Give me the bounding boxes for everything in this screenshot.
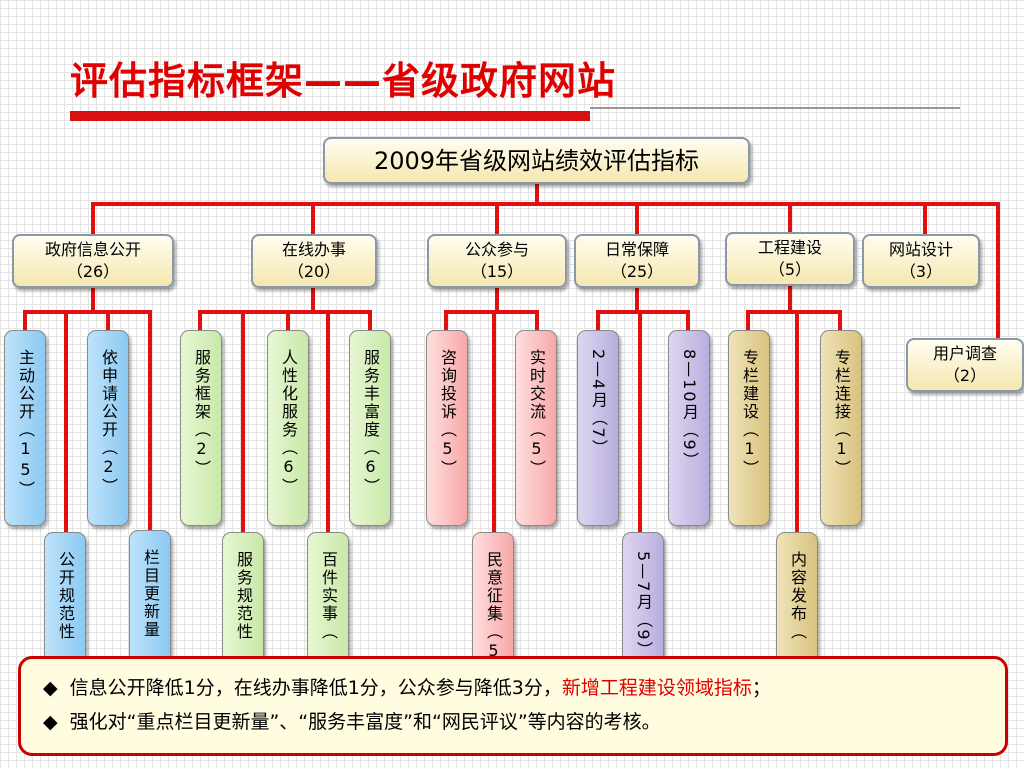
diamond-bullet-icon: ◆ bbox=[43, 711, 58, 733]
category-name: 工程建设 bbox=[757, 238, 822, 257]
leaf-request-disclosure: 依申请公开（2） bbox=[87, 330, 129, 526]
category-daily-support: 日常保障 （25） bbox=[574, 234, 700, 288]
category-score: （5） bbox=[768, 260, 812, 279]
category-website-design: 网站设计 （3） bbox=[862, 234, 980, 288]
diamond-bullet-icon: ◆ bbox=[43, 677, 58, 699]
category-score: （20） bbox=[287, 262, 341, 281]
leaf-column-construction: 专栏建设（1） bbox=[728, 330, 770, 526]
note-line-1-end: ； bbox=[751, 677, 771, 699]
note-line-1-text: 信息公开降低1分，在线办事降低1分，公众参与降低3分， bbox=[69, 677, 562, 699]
leaf-aug-oct: 8—10月（9） bbox=[668, 330, 710, 526]
category-score: （25） bbox=[610, 262, 664, 281]
category-name: 日常保障 bbox=[604, 240, 669, 259]
category-public-participation: 公众参与 （15） bbox=[427, 234, 567, 288]
category-score: （15） bbox=[470, 262, 524, 281]
category-score: （3） bbox=[899, 262, 943, 281]
leaf-realtime-exchange: 实时交流（5） bbox=[515, 330, 557, 526]
note-line-1: ◆ 信息公开降低1分，在线办事降低1分，公众参与降低3分，新增工程建设领域指标； bbox=[43, 671, 985, 705]
category-name: 公众参与 bbox=[464, 240, 529, 259]
category-score: （26） bbox=[66, 262, 120, 281]
leaf-service-framework: 服务框架（2） bbox=[180, 330, 222, 526]
note-line-2: ◆ 强化对“重点栏目更新量”、“服务丰富度”和“网民评议”等内容的考核。 bbox=[43, 705, 985, 739]
category-score: （2） bbox=[943, 366, 987, 385]
summary-note-box: ◆信息公开降低1分，在线办事降低1分，公众参与降低3分，新增工程建设领域指标； … bbox=[18, 656, 1008, 756]
category-name: 网站设计 bbox=[888, 240, 953, 259]
category-engineering: 工程建设 （5） bbox=[725, 232, 855, 286]
category-gov-info: 政府信息公开 （26） bbox=[12, 234, 174, 288]
leaf-column-links: 专栏连接（1） bbox=[820, 330, 862, 526]
leaf-service-richness: 服务丰富度（6） bbox=[349, 330, 391, 526]
note-line-2-text: 强化对“重点栏目更新量”、“服务丰富度”和“网民评议”等内容的考核。 bbox=[69, 711, 661, 733]
category-name: 用户调查 bbox=[932, 344, 997, 363]
leaf-humanized-service: 人性化服务（6） bbox=[267, 330, 309, 526]
category-name: 政府信息公开 bbox=[44, 240, 141, 259]
title-underline-bar bbox=[70, 111, 590, 121]
category-user-survey: 用户调查 （2） bbox=[906, 338, 1024, 392]
slide-title: 评估指标框架——省级政府网站 bbox=[70, 59, 617, 103]
leaf-feb-apr: 2—4月（7） bbox=[577, 330, 619, 526]
note-highlight: 新增工程建设领域指标 bbox=[561, 677, 752, 699]
root-node: 2009年省级网站绩效评估指标 bbox=[323, 137, 750, 184]
category-online-service: 在线办事 （20） bbox=[251, 234, 377, 288]
leaf-consult-complaint: 咨询投诉（5） bbox=[426, 330, 468, 526]
category-name: 在线办事 bbox=[281, 240, 346, 259]
title-divider-line bbox=[590, 107, 960, 109]
leaf-active-disclosure: 主动公开（15） bbox=[4, 330, 46, 526]
